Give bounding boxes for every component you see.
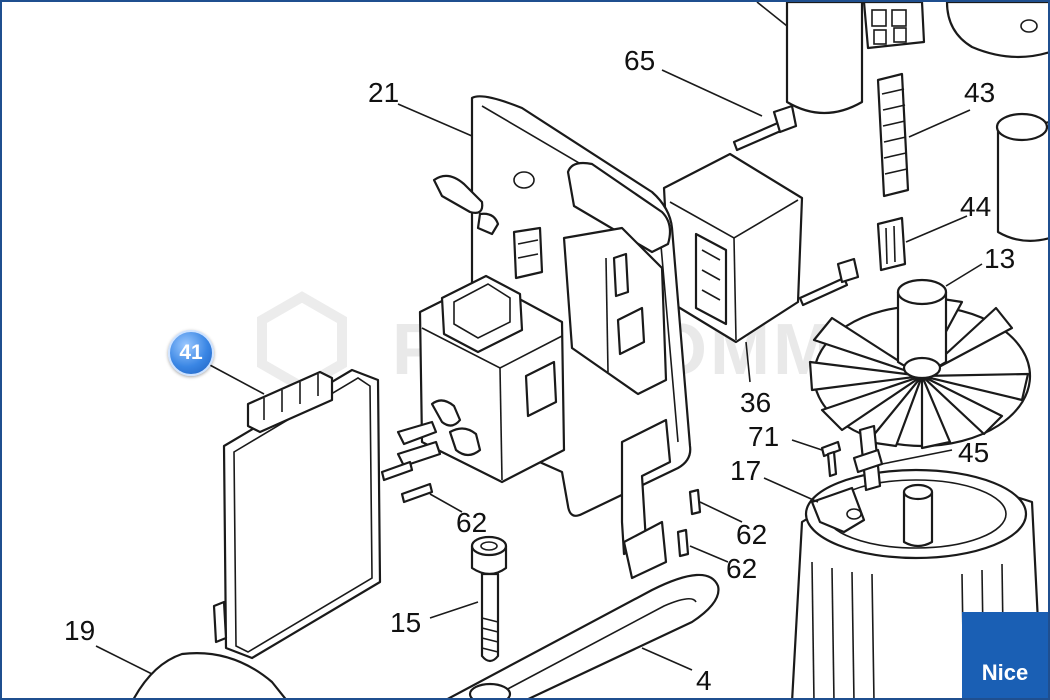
label-part-45: 45 — [958, 437, 989, 468]
label-part-4: 4 — [696, 665, 712, 696]
part-65-screw — [661, 69, 798, 152]
label-part-13: 13 — [984, 243, 1015, 274]
label-part-65: 65 — [624, 45, 655, 76]
motor-piece-top — [945, 2, 1048, 59]
capacitor-top — [756, 2, 864, 115]
highlighted-part-number: 41 — [179, 341, 203, 364]
part-44-connector — [876, 215, 968, 272]
part-71-screw — [791, 439, 842, 478]
relay-block — [396, 274, 566, 484]
capacitor-right — [995, 112, 1048, 243]
part-41-cover — [207, 363, 382, 660]
part-43-connector — [876, 72, 971, 198]
label-part-21: 21 — [368, 77, 399, 108]
label-part-19: 19 — [64, 615, 95, 646]
part-36-transformer — [662, 152, 804, 383]
label-part-62-left: 62 — [456, 507, 487, 538]
brand-logo: Nice — [962, 612, 1048, 698]
part-labels: 21 65 43 44 13 36 71 45 17 62 62 62 15 1… — [64, 45, 1015, 696]
part-15-bolt — [429, 535, 508, 663]
label-part-43: 43 — [964, 77, 995, 108]
label-part-44: 44 — [960, 191, 991, 222]
label-part-15: 15 — [390, 607, 421, 638]
part-62-screws — [380, 460, 743, 563]
part-4-arm — [447, 573, 720, 698]
highlighted-part-badge[interactable]: 41 — [168, 330, 214, 376]
part-19-housing — [95, 645, 287, 698]
label-part-17: 17 — [730, 455, 761, 486]
part-13-fan — [808, 263, 1032, 450]
brand-logo-text: Nice — [981, 660, 1029, 685]
part-45-tab — [852, 424, 953, 492]
label-part-71: 71 — [748, 421, 779, 452]
label-part-62-middle: 62 — [736, 519, 767, 550]
terminal-block — [862, 2, 926, 50]
label-part-36: 36 — [740, 387, 771, 418]
label-part-62-lower: 62 — [726, 553, 757, 584]
screw-transformer — [798, 257, 860, 307]
